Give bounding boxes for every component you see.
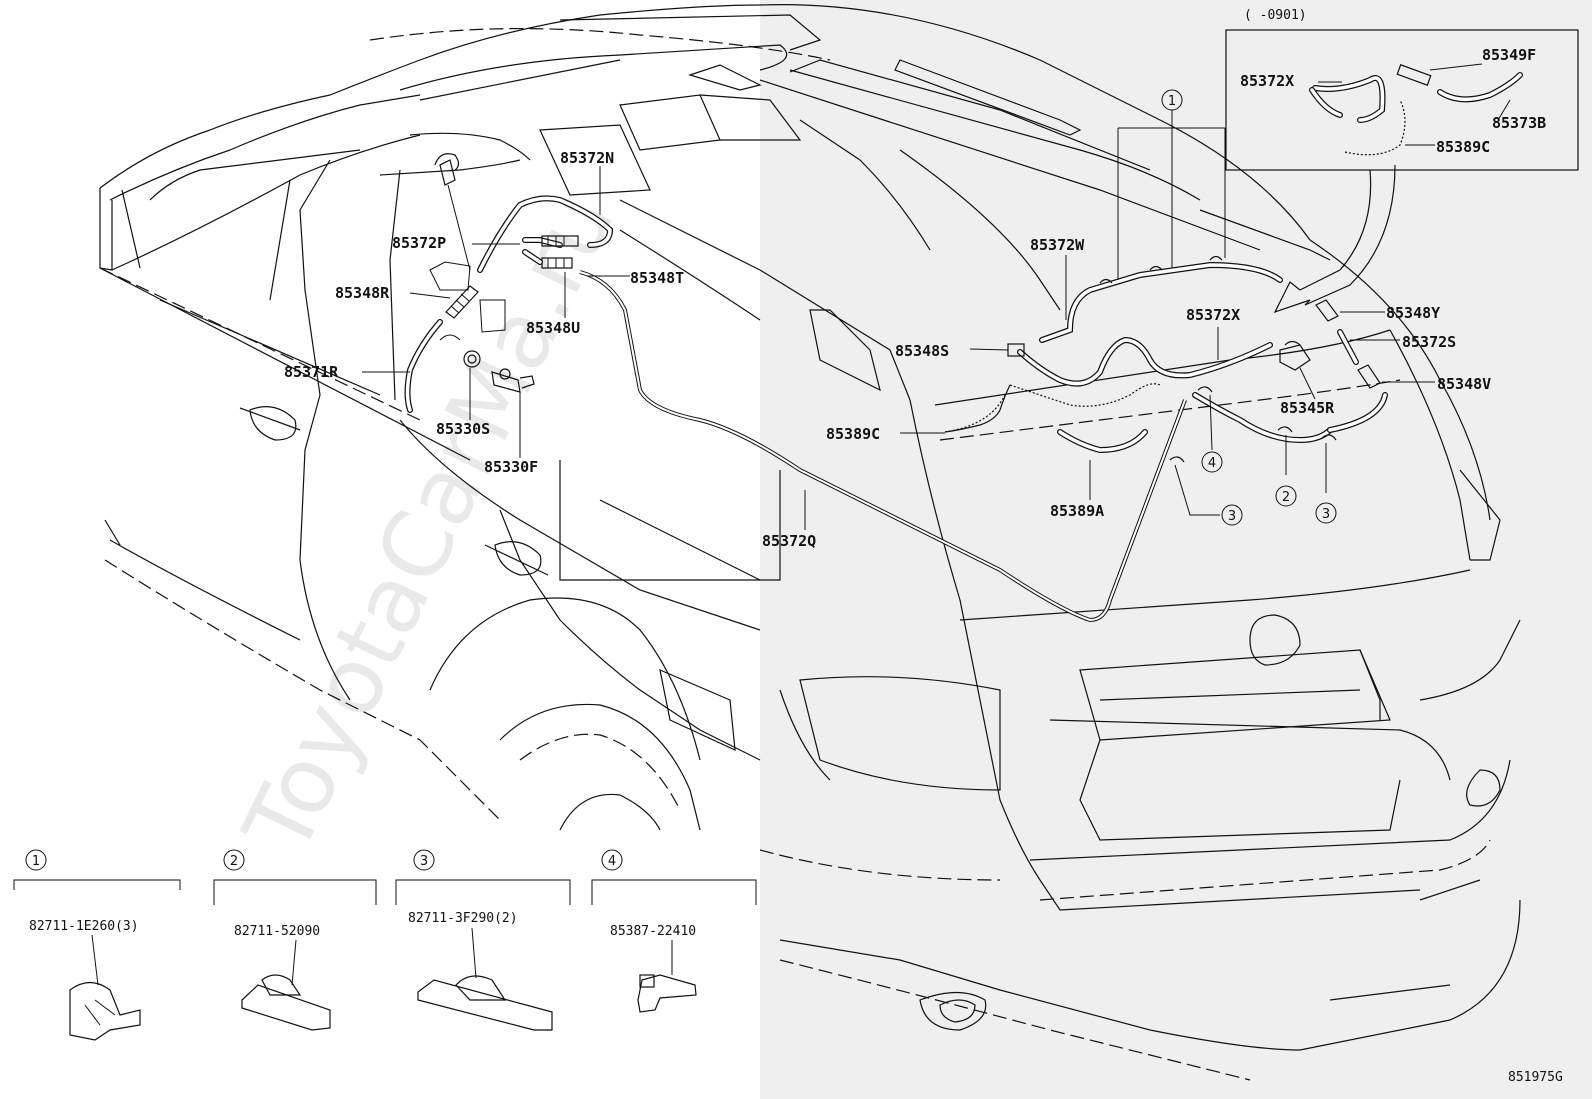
callout-85348V: 85348V	[1437, 375, 1491, 393]
watermark: ToyotaCarMa.ru	[223, 176, 635, 871]
callout-85348T: 85348T	[630, 269, 684, 287]
legend-number-3: 3	[420, 854, 428, 869]
leader-lines	[362, 166, 1435, 530]
marker-3-left: 3	[1228, 509, 1236, 524]
figure-number: 851975G	[1508, 1070, 1563, 1085]
marker-1: 1	[1168, 94, 1176, 109]
callout-85372Q: 85372Q	[762, 532, 816, 550]
washer-hoses	[404, 110, 1396, 623]
callout-85372N: 85372N	[560, 149, 614, 167]
inset-callout-85349F: 85349F	[1482, 46, 1536, 64]
legend-part-3: 82711-3F290(2)	[408, 911, 518, 926]
callout-85372S: 85372S	[1402, 333, 1456, 351]
legend-part-2: 82711-52090	[234, 924, 320, 939]
callout-85348R: 85348R	[335, 284, 390, 302]
inset-callout-85389C: 85389C	[1436, 138, 1490, 156]
marker-3-right: 3	[1322, 507, 1330, 522]
marker-4: 4	[1208, 456, 1216, 471]
vehicle-outline	[99, 4, 1521, 1081]
inset-callout-85372X: 85372X	[1240, 72, 1294, 90]
legend-number-4: 4	[608, 854, 616, 869]
callout-85348S: 85348S	[895, 342, 949, 360]
callout-85330S: 85330S	[436, 420, 490, 438]
legend-number-2: 2	[230, 854, 238, 869]
legend-part-1: 82711-1E260(3)	[29, 919, 139, 934]
legend: 1 82711-1E260(3) 2 82711-52090 3 82711-3…	[13, 849, 757, 1041]
callout-85348U: 85348U	[526, 319, 580, 337]
callout-85372W: 85372W	[1030, 236, 1085, 254]
legend-part-4: 85387-22410	[610, 924, 696, 939]
callout-85389C: 85389C	[826, 425, 880, 443]
inset-callout-85373B: 85373B	[1492, 114, 1546, 132]
callout-labels: 85372N 85372P 85348T 85348R 85348U 85371…	[284, 8, 1563, 1085]
legend-number-1: 1	[32, 854, 40, 869]
callout-85372P: 85372P	[392, 234, 446, 252]
callout-85371R: 85371R	[284, 363, 339, 381]
callout-85389A: 85389A	[1050, 502, 1104, 520]
callout-85348Y: 85348Y	[1386, 304, 1440, 322]
inset-box	[1225, 29, 1579, 171]
callout-85345R: 85345R	[1280, 399, 1335, 417]
clip-markers: 1 4 3 2 3	[1161, 89, 1337, 526]
marker-2: 2	[1282, 490, 1290, 505]
shaded-region	[760, 0, 1592, 1099]
inset-date-range: ( -0901)	[1244, 8, 1307, 23]
callout-85330F: 85330F	[484, 458, 538, 476]
callout-85372X: 85372X	[1186, 306, 1240, 324]
